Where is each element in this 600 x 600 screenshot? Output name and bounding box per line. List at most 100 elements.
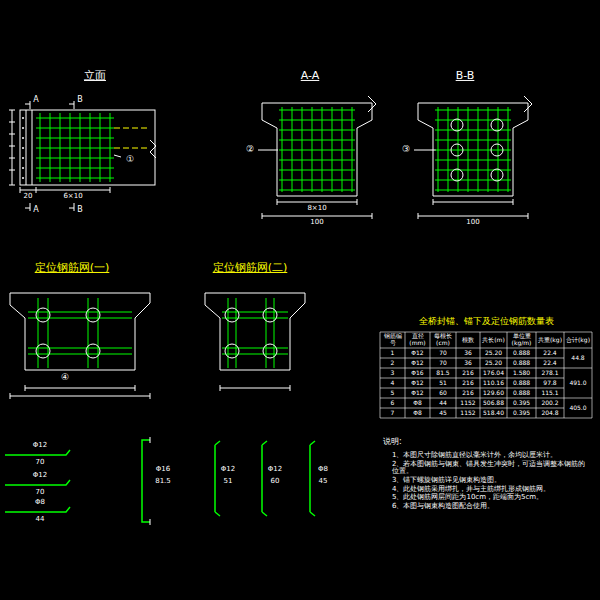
note-text: 5、此处钢筋网层间距为10cm，距端面为5cm。 — [392, 494, 590, 502]
rebar-grid — [279, 107, 355, 192]
table-cell: Φ8 — [406, 400, 429, 407]
table-cell: 0.888 — [508, 360, 535, 367]
table-cell: Φ16 — [406, 370, 429, 377]
table-cell: Φ12 — [406, 360, 429, 367]
rebar-grid — [222, 298, 288, 368]
bar-label: 45 — [319, 478, 328, 486]
dimension-text: 8×10 — [307, 205, 326, 213]
duct-circle — [451, 119, 503, 181]
note-text: 2、若本图钢筋与钢束、锚具发生冲突时，可适当调整本钢筋的位置。 — [392, 461, 590, 476]
table-cell: 51 — [431, 380, 455, 387]
elevation-outline — [9, 101, 156, 211]
bar-tick — [150, 437, 151, 525]
bar-label: Φ12 — [221, 466, 235, 474]
table-cell: 36 — [457, 360, 479, 367]
table-cell: 4 — [381, 380, 404, 387]
view-title: 立面 — [84, 70, 106, 82]
callout-number: ② — [245, 145, 255, 155]
section-mark: A — [33, 96, 38, 105]
bar-label: 51 — [224, 478, 233, 486]
table-cell: 0.888 — [508, 390, 535, 397]
table-cell: 70 — [431, 360, 455, 367]
callout-number: ④ — [60, 373, 70, 383]
table-cell: 单位重(kg/m) — [508, 333, 535, 346]
table-cell: 216 — [457, 380, 479, 387]
note-heading: 说明: — [383, 438, 402, 447]
section-outline — [258, 96, 376, 219]
table-cell: 518.40 — [481, 410, 506, 417]
table-cell: 36 — [457, 350, 479, 357]
view-title: 定位钢筋网(二) — [213, 262, 288, 274]
table-cell: 合计(kg) — [565, 337, 591, 344]
table-cell: 0.395 — [508, 410, 535, 417]
table-cell: 22.4 — [537, 350, 563, 357]
table-cell: 60 — [431, 390, 455, 397]
table-cell: 25.20 — [481, 350, 506, 357]
table-cell: 97.8 — [537, 380, 563, 387]
section-outline — [414, 96, 532, 219]
section-mark: B — [77, 206, 83, 215]
table-cell: 7 — [381, 410, 404, 417]
section-outline — [10, 293, 150, 399]
note-text: 1、本图尺寸除钢筋直径以毫米计外，余均以厘米计。 — [392, 452, 590, 460]
table-cell: 44.8 — [565, 355, 591, 362]
duct-circle — [225, 308, 277, 358]
rebar-grid — [435, 107, 511, 192]
table-cell: 110.16 — [481, 380, 506, 387]
bar-label: 44 — [36, 516, 45, 524]
table-cell: 405.0 — [565, 405, 591, 412]
dimension-text: 100 — [466, 219, 479, 227]
table-cell: 200.2 — [537, 400, 563, 407]
duct-circle — [36, 308, 100, 358]
table-cell: 2 — [381, 360, 404, 367]
callout-number: ① — [125, 155, 135, 165]
bar-label: Φ8 — [35, 499, 45, 507]
table-cell: 70 — [431, 350, 455, 357]
table-cell: 1152 — [457, 410, 479, 417]
table-cell: 共重(kg) — [537, 337, 563, 344]
table-cell: 278.1 — [537, 370, 563, 377]
dimension-text: 100 — [310, 219, 323, 227]
bar-label: 60 — [271, 478, 280, 486]
table-cell: 1152 — [457, 400, 479, 407]
bar-label: 70 — [36, 489, 45, 497]
table-cell: 25.20 — [481, 360, 506, 367]
table-cell: Φ12 — [406, 390, 429, 397]
table-title: 全桥封锚、锚下及定位钢筋数量表 — [419, 317, 554, 327]
table-cell: 6 — [381, 400, 404, 407]
bar-label: 81.5 — [155, 478, 171, 486]
table-cell: 1 — [381, 350, 404, 357]
table-cell: 1.580 — [508, 370, 535, 377]
table-cell: 0.888 — [508, 380, 535, 387]
bar-label: Φ8 — [318, 466, 328, 474]
section-outline — [205, 293, 305, 391]
rebar-grid — [36, 113, 114, 182]
table-cell: 216 — [457, 390, 479, 397]
table-cell: 22.4 — [537, 360, 563, 367]
bar-label: Φ12 — [33, 472, 47, 480]
anchor-dots — [22, 117, 24, 179]
table-cell: 直径(mm) — [406, 333, 429, 346]
view-title: 定位钢筋网(一) — [35, 262, 110, 274]
table-cell: 45 — [431, 410, 455, 417]
table-cell: Φ12 — [406, 350, 429, 357]
tendon-line — [114, 128, 150, 148]
table-cell: 506.88 — [481, 400, 506, 407]
table-cell: 0.888 — [508, 350, 535, 357]
table-cell: 204.8 — [537, 410, 563, 417]
view-title: A-A — [301, 70, 320, 82]
table-grid — [380, 332, 592, 418]
table-cell: 根数 — [457, 337, 479, 344]
rebar-grid — [28, 298, 132, 368]
table-cell: 491.0 — [565, 380, 591, 387]
bar-detail — [5, 440, 315, 522]
section-mark: A — [33, 206, 38, 215]
table-cell: Φ8 — [406, 410, 429, 417]
table-cell: Φ12 — [406, 380, 429, 387]
note-text: 3、锚下螺旋钢筋详见钢束构造图。 — [392, 477, 590, 485]
bar-label: Φ16 — [156, 466, 170, 474]
table-cell: 0.395 — [508, 400, 535, 407]
note-text: 6、本图与钢束构造图配合使用。 — [392, 503, 590, 511]
